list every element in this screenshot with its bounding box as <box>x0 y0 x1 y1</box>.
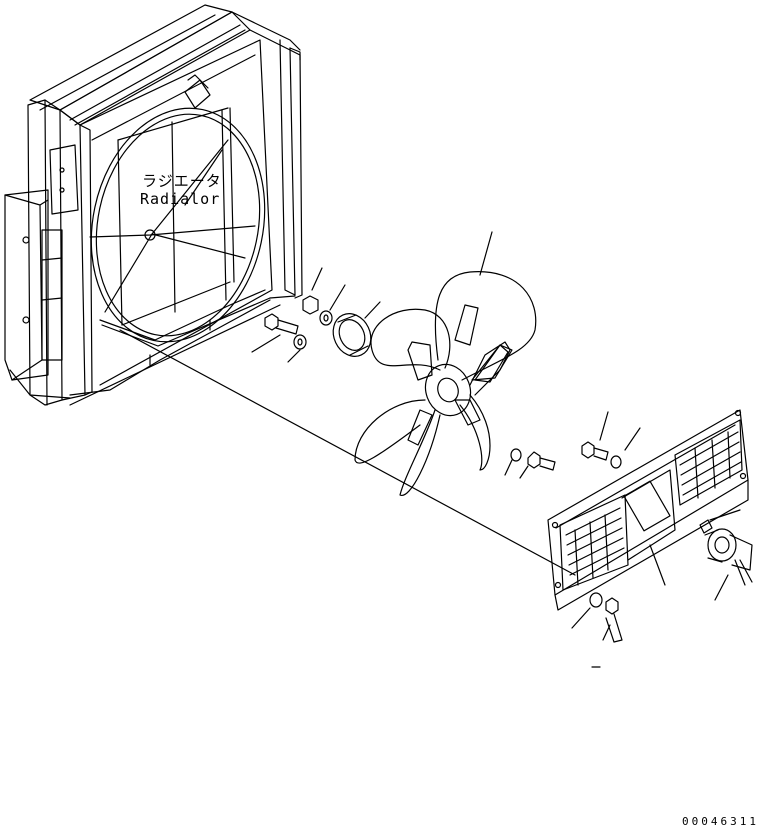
fan-hardware-left <box>251 267 346 363</box>
radiator-assembly <box>4 4 303 406</box>
radiator-label-japanese: ラジエータ <box>142 172 222 190</box>
fan-guard-panel <box>547 409 749 611</box>
alignment-line <box>119 329 576 576</box>
fan-hardware-right <box>504 411 641 479</box>
cooling-fan <box>354 231 537 496</box>
drawing-number: 00046311 <box>682 815 759 828</box>
radiator-label-english: Radialor <box>140 190 221 208</box>
guard-bolt-lower <box>571 592 623 668</box>
radiator-leader-line <box>184 149 223 206</box>
fan-spacer <box>332 301 381 357</box>
fan-sensor-unit <box>699 509 753 601</box>
